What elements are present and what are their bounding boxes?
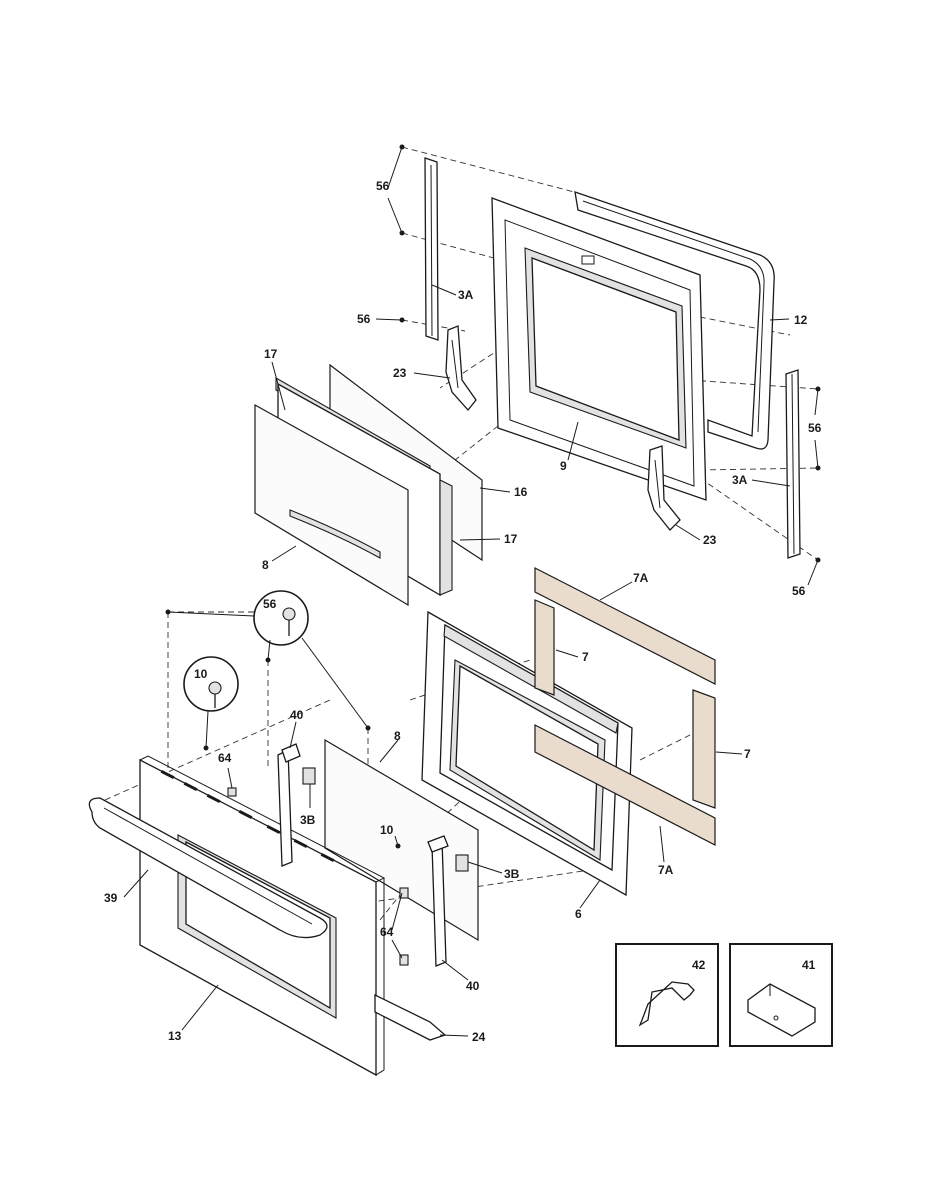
label-10-callout: 10 — [194, 667, 208, 681]
label-56: 56 — [357, 312, 371, 326]
label-23: 23 — [703, 533, 717, 547]
label-3A: 3A — [458, 288, 474, 302]
label-9: 9 — [560, 459, 567, 473]
inset-part-41 — [729, 943, 833, 1047]
clip-3B-left — [302, 767, 316, 785]
clip-3B-right — [455, 854, 469, 872]
label-3B: 3B — [300, 813, 316, 827]
label-56: 56 — [808, 421, 822, 435]
callout-screw-10 — [183, 656, 239, 749]
label-7: 7 — [582, 650, 589, 664]
trim-24 — [374, 993, 447, 1041]
label-39: 39 — [104, 891, 118, 905]
hinge-23-lower — [647, 445, 681, 531]
hinge-23-upper — [445, 325, 477, 412]
label-12: 12 — [794, 313, 808, 327]
label-17: 17 — [504, 532, 518, 546]
label-56: 56 — [376, 179, 390, 193]
insulation-7-left — [534, 599, 555, 696]
label-56-callout: 56 — [263, 597, 277, 611]
label-16: 16 — [514, 485, 528, 499]
label-8: 8 — [394, 729, 401, 743]
label-6: 6 — [575, 907, 582, 921]
hinge-strip-3A-left — [424, 157, 439, 341]
insulation-7A-top — [534, 567, 716, 685]
label-17: 17 — [264, 347, 278, 361]
label-24: 24 — [472, 1030, 486, 1044]
bracket-40-right — [427, 835, 449, 967]
label-23: 23 — [393, 366, 407, 380]
label-64: 64 — [218, 751, 232, 765]
inner-door-frame-6 — [421, 610, 633, 897]
label-41: 41 — [802, 958, 816, 972]
glass-panel-8-top — [254, 403, 409, 607]
label-3B: 3B — [504, 867, 520, 881]
label-13: 13 — [168, 1029, 182, 1043]
label-40: 40 — [290, 708, 304, 722]
label-64: 64 — [380, 925, 394, 939]
label-8: 8 — [262, 558, 269, 572]
door-liner-9 — [491, 197, 707, 501]
hinge-strip-3A-right — [785, 369, 801, 559]
insulation-7A-bottom — [534, 724, 716, 846]
vent-slots — [160, 770, 335, 863]
bracket-40-left — [277, 743, 301, 867]
label-40: 40 — [466, 979, 480, 993]
label-3A: 3A — [732, 473, 748, 487]
label-7A: 7A — [658, 863, 674, 877]
door-seal-12 — [574, 191, 775, 450]
inset-part-42 — [615, 943, 719, 1047]
label-7A: 7A — [633, 571, 649, 585]
label-10: 10 — [380, 823, 394, 837]
part-labels: 56 3A 56 12 23 17 56 3A 9 16 17 23 8 56 … — [104, 179, 822, 1044]
door-handle-39 — [88, 797, 328, 939]
label-56: 56 — [792, 584, 806, 598]
label-42: 42 — [692, 958, 706, 972]
callout-screw-56 — [167, 590, 369, 729]
leader-lines — [123, 146, 819, 1037]
label-7: 7 — [744, 747, 751, 761]
insulation-7-right — [692, 689, 716, 809]
